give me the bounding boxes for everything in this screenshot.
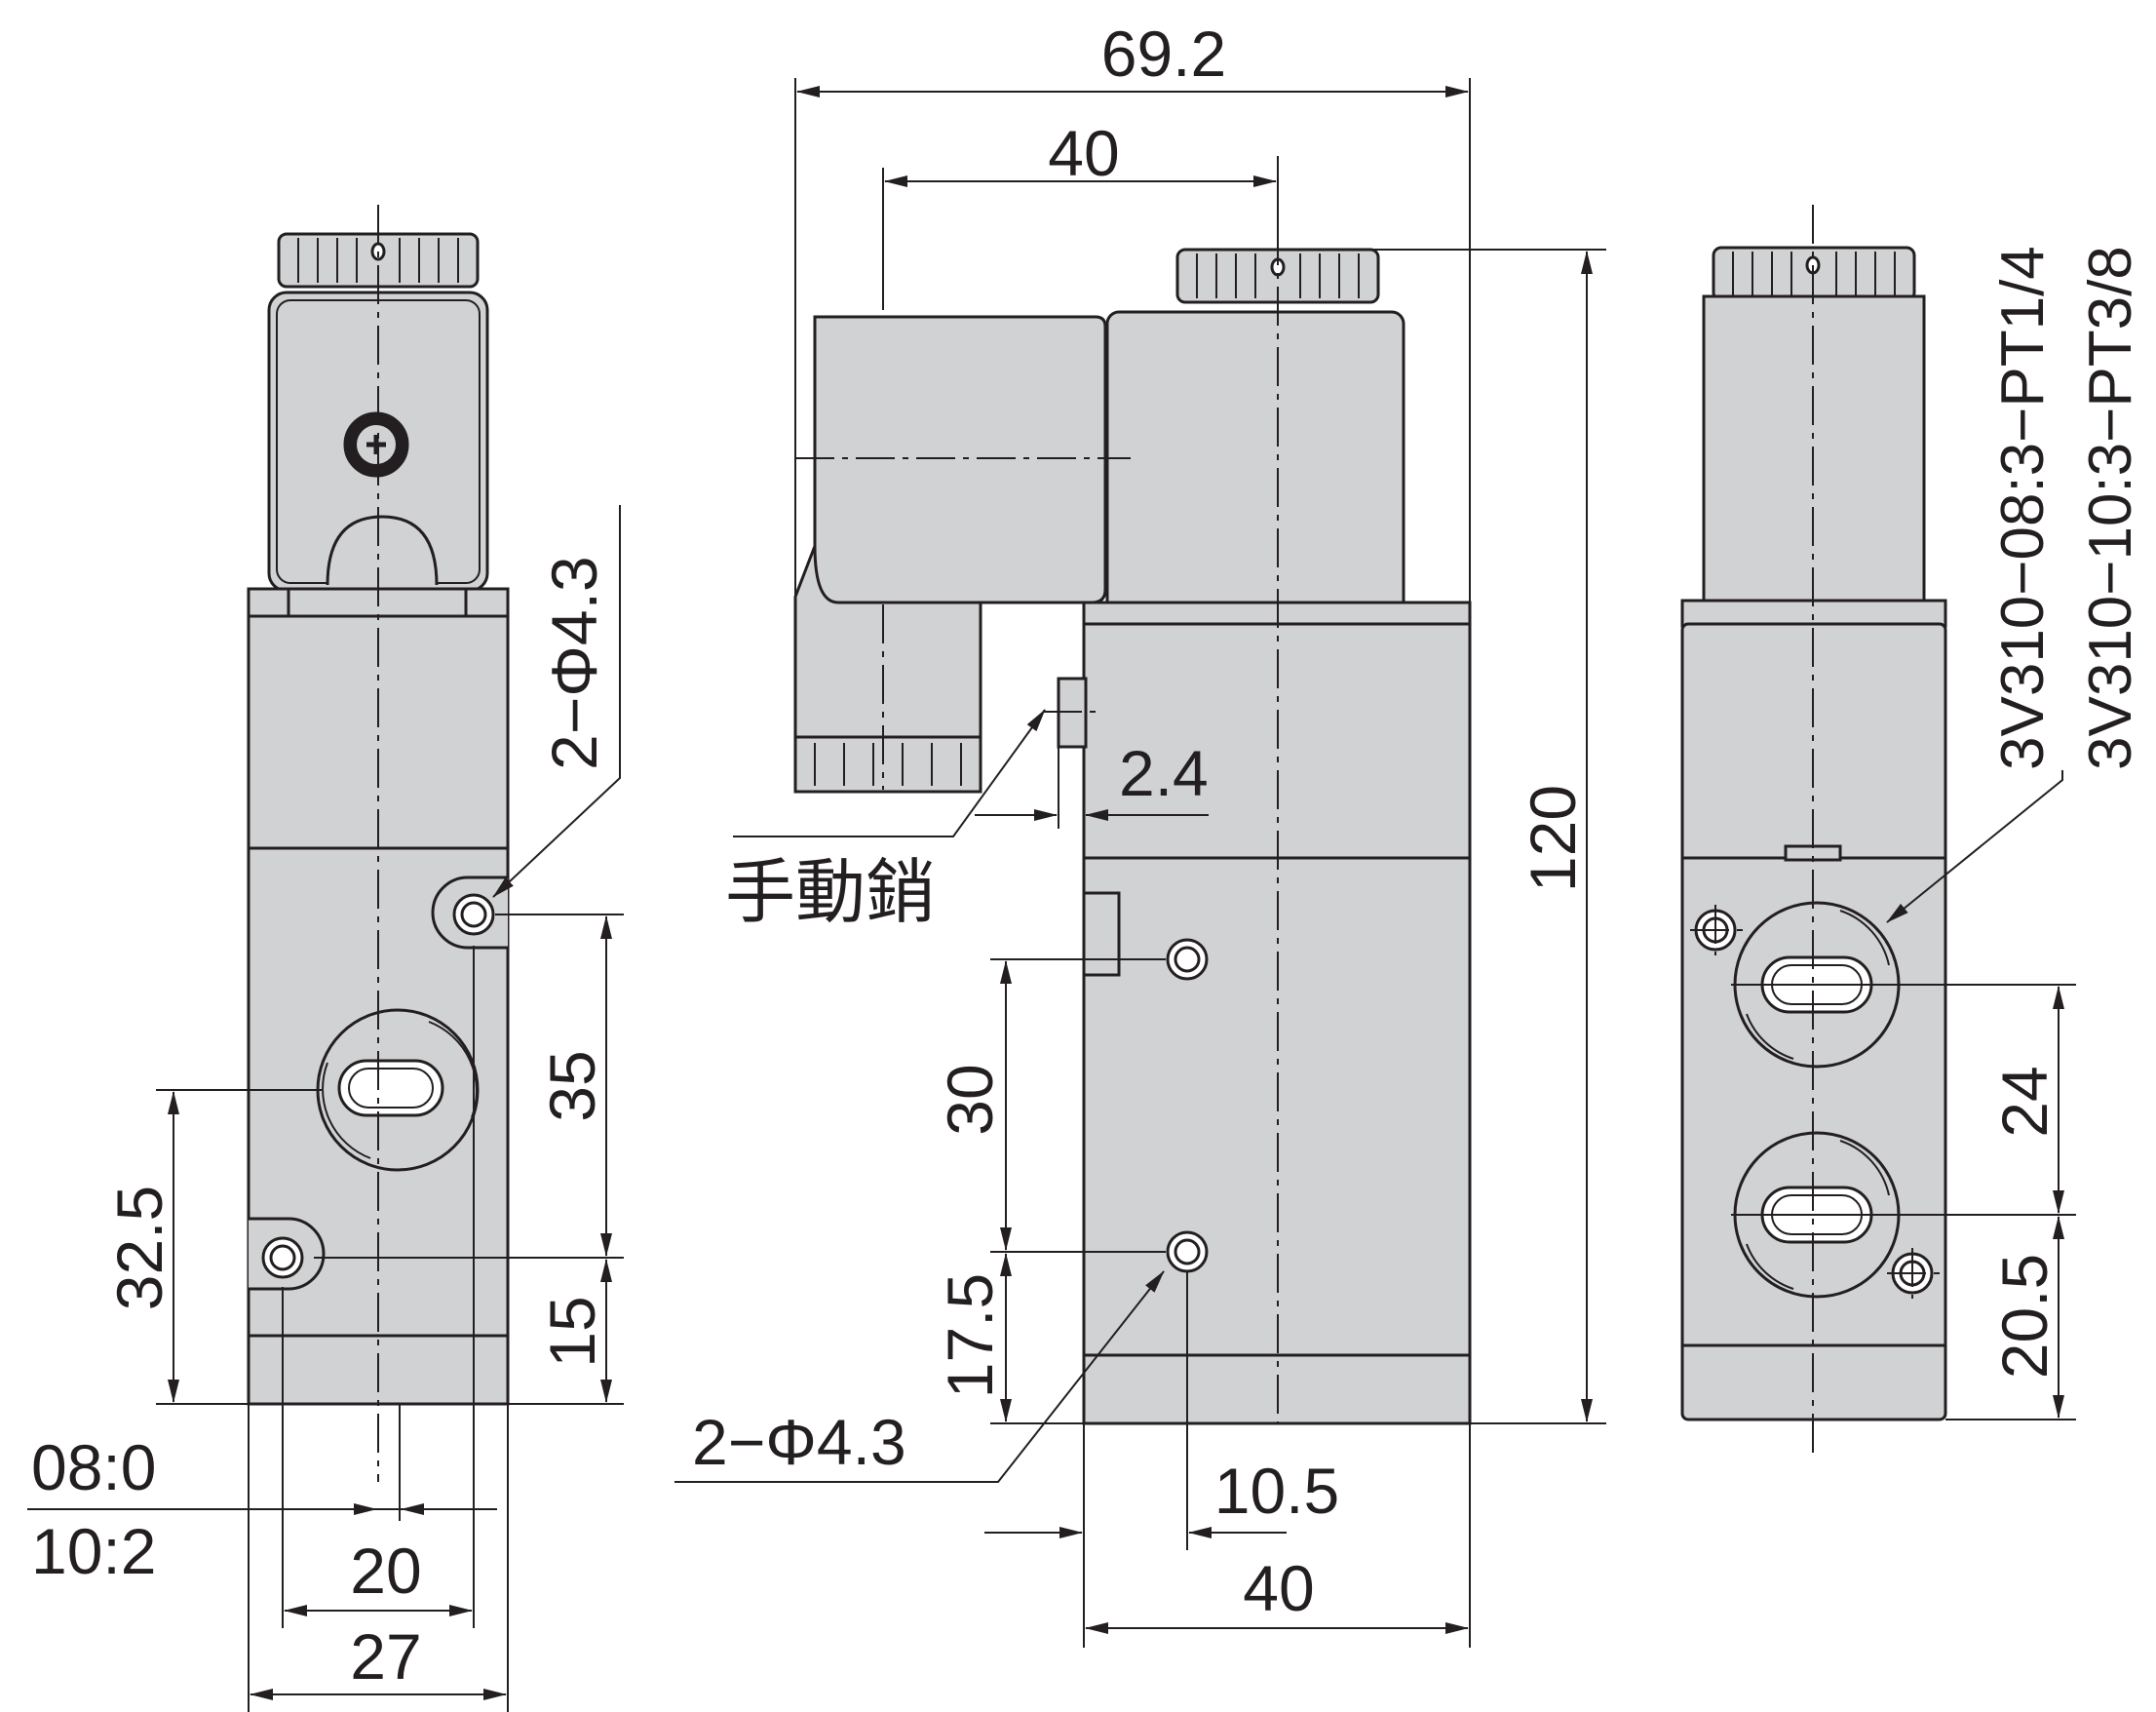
dim-40-top-label: 40 xyxy=(1048,117,1119,189)
model-label-1: 3V310−08:3−PT1/4 xyxy=(1989,246,2057,770)
manual-pin-label: 手動銷 xyxy=(725,851,936,933)
center-mounting-hole-bottom xyxy=(1166,1230,1209,1273)
dim-35-label: 35 xyxy=(536,1050,608,1121)
dim-15-label: 15 xyxy=(536,1296,608,1367)
dim-32-5-label: 32.5 xyxy=(103,1186,175,1310)
left-hole-label: 2−Φ4.3 xyxy=(538,556,610,770)
offset-10-label: 10:2 xyxy=(31,1515,156,1587)
manual-pin-leader xyxy=(733,709,1046,837)
left-port-slot xyxy=(337,1059,444,1117)
center-connector-ring xyxy=(793,735,982,794)
center-center-lines xyxy=(795,166,1279,1423)
center-mounting-hole-top xyxy=(1166,938,1209,981)
center-connector-housing xyxy=(793,315,1107,745)
center-labels: 69.2 40 2.4 手動銷 120 30 17.5 2−Φ4.3 10.5 … xyxy=(692,18,1589,1624)
left-labels: 2−Φ4.3 35 15 32.5 08:0 10:2 20 27 xyxy=(31,556,610,1693)
left-connector-arch xyxy=(326,515,439,586)
center-coil xyxy=(1105,310,1405,616)
dim-20-5-label: 20.5 xyxy=(1988,1254,2060,1379)
left-dimension-lines xyxy=(27,505,624,1712)
right-dimension-lines xyxy=(1731,770,2076,1420)
offset-08-label: 08:0 xyxy=(31,1431,156,1503)
center-hole-leader xyxy=(674,1270,1165,1483)
left-cap-knurl xyxy=(297,238,459,283)
dim-27-label: 27 xyxy=(350,1620,421,1693)
center-side-tab xyxy=(1082,891,1121,977)
right-labels: 3V310−08:3−PT1/4 3V310−10:3−PT3/8 24 20.… xyxy=(1988,246,2144,1379)
left-mounting-hole-bottom xyxy=(261,1236,304,1279)
right-center-lines xyxy=(1690,205,1940,1453)
dim-30-label: 30 xyxy=(934,1064,1006,1135)
dim-2-4-label: 2.4 xyxy=(1119,737,1209,809)
center-dimension-lines xyxy=(674,78,1606,1648)
dim-120-label: 120 xyxy=(1517,785,1589,892)
model-leader xyxy=(1886,770,2063,923)
dim-20-label: 20 xyxy=(350,1535,421,1607)
dim-24-label: 24 xyxy=(1988,1066,2060,1137)
dim-69-2-label: 69.2 xyxy=(1101,18,1226,90)
dim-10-5-label: 10.5 xyxy=(1214,1455,1339,1527)
dim-17-5-label: 17.5 xyxy=(934,1273,1006,1398)
left-hole-leader xyxy=(492,505,621,898)
model-label-2: 3V310−10:3−PT3/8 xyxy=(2077,246,2144,770)
center-hole-label: 2−Φ4.3 xyxy=(692,1406,906,1478)
dim-40-bottom-label: 40 xyxy=(1243,1552,1314,1624)
left-mounting-hole-top xyxy=(452,893,495,936)
